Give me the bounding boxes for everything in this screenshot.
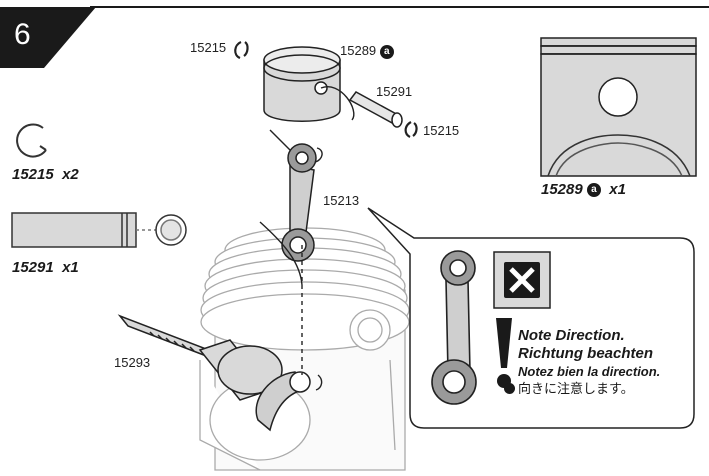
- qty-piston: 15289 a x1: [541, 181, 626, 198]
- qty-piston-variant-badge: a: [586, 183, 601, 198]
- label-circlip-right: 15215: [423, 123, 460, 138]
- label-con-rod: 15213: [323, 193, 360, 208]
- qty-piston-count: x1: [609, 181, 626, 198]
- label-piston-top: 15289 a: [340, 43, 394, 59]
- qty-circlip-count: x2: [62, 166, 79, 183]
- piston-detail-drawing: [540, 37, 697, 177]
- note-french: Notez bien la direction.: [518, 364, 661, 379]
- qty-circlip: 15215 x2: [12, 166, 79, 183]
- qty-pin-count: x1: [62, 259, 79, 276]
- note-japanese-text: 向きに注意します。: [518, 381, 634, 396]
- circlip-drawing: [16, 123, 47, 158]
- qty-pin: 15291 x1: [12, 259, 79, 276]
- direction-note: Note Direction. Richtung beachten Notez …: [504, 327, 661, 397]
- label-crankshaft: 15293: [114, 355, 151, 370]
- step-number: 6: [14, 18, 31, 51]
- circlip-assembly-drawing: [234, 40, 418, 138]
- exclamation-icon: [496, 318, 512, 388]
- step-tab: [0, 7, 96, 68]
- note-japanese: 向きに注意します。: [504, 380, 660, 397]
- piston-pin-drawing: [11, 212, 187, 248]
- variant-a-badge: a: [379, 44, 394, 59]
- x-mark-icon: [493, 251, 551, 309]
- note-english: Note Direction.: [518, 327, 625, 344]
- label-piston-number: 15289: [340, 43, 377, 58]
- piston-assembly-drawing: [263, 46, 341, 122]
- con-rod-drawing: [281, 143, 317, 262]
- con-rod-detail-drawing: [431, 250, 477, 405]
- qty-pin-number: 15291: [12, 259, 54, 276]
- qty-piston-number: 15289: [541, 181, 583, 198]
- assembly-guide-lines: [259, 85, 355, 391]
- crankshaft-drawing: [117, 314, 311, 432]
- qty-circlip-number: 15215: [12, 166, 54, 183]
- note-german: Richtung beachten: [518, 345, 654, 362]
- piston-pin-assembly-drawing: [348, 91, 403, 128]
- label-pin-top: 15291: [376, 84, 413, 99]
- label-circlip-top: 15215: [190, 40, 227, 55]
- bullet-icon: [504, 383, 515, 394]
